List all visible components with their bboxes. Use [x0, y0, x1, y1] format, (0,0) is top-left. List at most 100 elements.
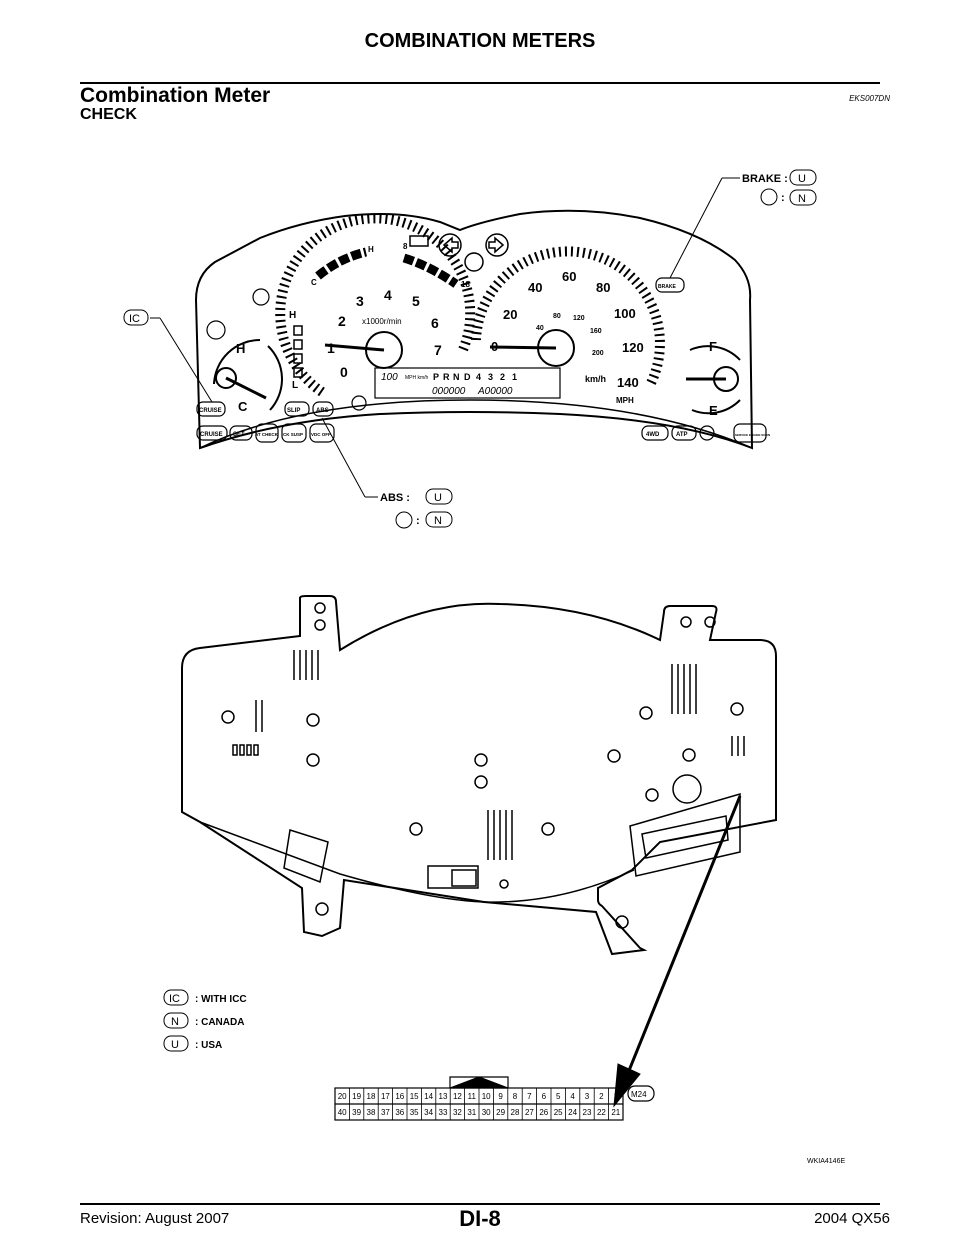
tach-tick-1: 1 [327, 340, 335, 356]
connector-pin-5: 5 [556, 1092, 561, 1101]
callout-abs-icon-code: N [434, 515, 442, 527]
connector-pin-11: 11 [468, 1092, 477, 1101]
connector-pin-20: 20 [338, 1092, 347, 1101]
kmh-tick-80: 80 [553, 313, 561, 320]
tach-tick-3: 3 [356, 293, 364, 309]
page-number: DI-8 [459, 1206, 501, 1231]
lamp-cruise: CRUISE [199, 408, 222, 414]
connector-pin-2: 2 [599, 1092, 604, 1101]
connector-pin-6: 6 [542, 1092, 547, 1101]
connector-pin-4: 4 [570, 1092, 575, 1101]
lamp-atp: ATP [676, 432, 688, 438]
connector-pin-37: 37 [381, 1108, 390, 1117]
connector-pin-40: 40 [338, 1108, 347, 1117]
tach-tick-5: 5 [412, 293, 420, 309]
fuel-gauge [686, 345, 741, 415]
kmh-tick-200: 200 [592, 350, 604, 357]
connector-pin-16: 16 [395, 1092, 404, 1101]
legend-code-0: IC [169, 993, 180, 1005]
temp-gauge [213, 338, 283, 411]
page-title: Combination Meter [80, 84, 271, 107]
fuel-full: F [709, 339, 717, 354]
tach-tick-6: 6 [431, 315, 439, 331]
connector-pin-24: 24 [568, 1108, 577, 1117]
tach-tick-7: 7 [434, 342, 442, 358]
connector-pin-13: 13 [439, 1092, 448, 1101]
tach-tick-2: 2 [338, 313, 346, 329]
legend-desc-2: : USA [195, 1040, 222, 1051]
connector-pin-36: 36 [395, 1108, 404, 1117]
small-gauge-bottom: 18 [461, 280, 470, 289]
tach-tick-0: 0 [340, 364, 348, 380]
lamp-ck-susp: CK SUSP [283, 432, 303, 437]
callout-abs-label: ABS : [380, 492, 410, 504]
kmh-unit: km/h [585, 374, 606, 384]
connector-pin-12: 12 [453, 1092, 462, 1101]
gear-2: N [453, 372, 460, 382]
callout-warn-colon: : [781, 192, 785, 204]
small-gauge-cold: C [311, 278, 317, 287]
connector-pin-14: 14 [424, 1092, 433, 1101]
section-header: COMBINATION METERS [364, 30, 596, 52]
top-arc-gauge [315, 247, 459, 288]
legend-desc-0: : WITH ICC [195, 994, 247, 1005]
oil-gauge [293, 325, 303, 378]
fuel-empty: E [709, 403, 718, 418]
connector-pin-23: 23 [583, 1108, 592, 1117]
lamp-cruise-2: CRUISE [200, 432, 223, 438]
odometer-window [374, 367, 561, 399]
connector-pin-10: 10 [482, 1092, 491, 1101]
back-vents [232, 650, 745, 889]
meter-back [181, 595, 777, 956]
doc-code: EKS007DN [849, 94, 890, 103]
lamp-at-check: AT CHECK [255, 432, 279, 437]
lamp-4wd: 4WD [646, 432, 660, 438]
legend-code-1: N [171, 1016, 179, 1028]
connector-grid [348, 1088, 609, 1120]
connector-pin-7: 7 [527, 1092, 532, 1101]
connector-pin-8: 8 [513, 1092, 518, 1101]
speed-tick-60: 60 [562, 269, 576, 284]
indicator-lamps [196, 277, 767, 443]
figure-id: WKIA4146E [807, 1158, 845, 1165]
mph-unit: MPH [616, 396, 634, 405]
connector-pin-29: 29 [496, 1108, 505, 1117]
speed-tick-40: 40 [528, 280, 542, 295]
connector-pin-25: 25 [554, 1108, 563, 1117]
speed-tick-120: 120 [622, 340, 644, 355]
connector-pin-27: 27 [525, 1108, 534, 1117]
connector-pin-15: 15 [410, 1092, 419, 1101]
odo-value: 000000 [432, 386, 466, 397]
odo-speed-unit: MPH km/h [405, 375, 429, 381]
small-gauge-top: 8 [403, 242, 408, 251]
trip-value: A00000 [477, 386, 513, 397]
gear-indicator: P R N D 4 3 2 1 [433, 372, 517, 382]
kmh-tick-120: 120 [573, 315, 585, 322]
connector-pin-32: 32 [453, 1108, 462, 1117]
lamp-slip: SLIP [287, 408, 300, 414]
connector-pin-33: 33 [439, 1108, 448, 1117]
odo-speed: 100 [381, 372, 398, 383]
footer-rule [80, 1203, 880, 1205]
gear-3: D [464, 372, 471, 382]
speed-tick-20: 20 [503, 307, 517, 322]
speed-tick-0: 0 [491, 339, 498, 354]
connector-pin-22: 22 [597, 1108, 606, 1117]
connector-pin-19: 19 [352, 1092, 361, 1101]
legend-code-2: U [171, 1039, 179, 1051]
callout-lines [150, 177, 740, 498]
revision-date: Revision: August 2007 [80, 1210, 230, 1227]
vehicle-model: 2004 QX56 [814, 1210, 890, 1227]
turn-signals [409, 233, 509, 272]
legend-desc-1: : CANADA [195, 1017, 244, 1028]
page-subtitle: CHECK [80, 106, 137, 123]
speedometer [471, 246, 665, 388]
temp-hot: H [236, 341, 245, 356]
callout-badges [123, 169, 817, 529]
speed-tick-140: 140 [617, 375, 639, 390]
header-rule [80, 82, 880, 84]
connector-pin-26: 26 [539, 1108, 548, 1117]
oil-high: H [289, 310, 296, 321]
connector-pin-21: 21 [611, 1108, 620, 1117]
